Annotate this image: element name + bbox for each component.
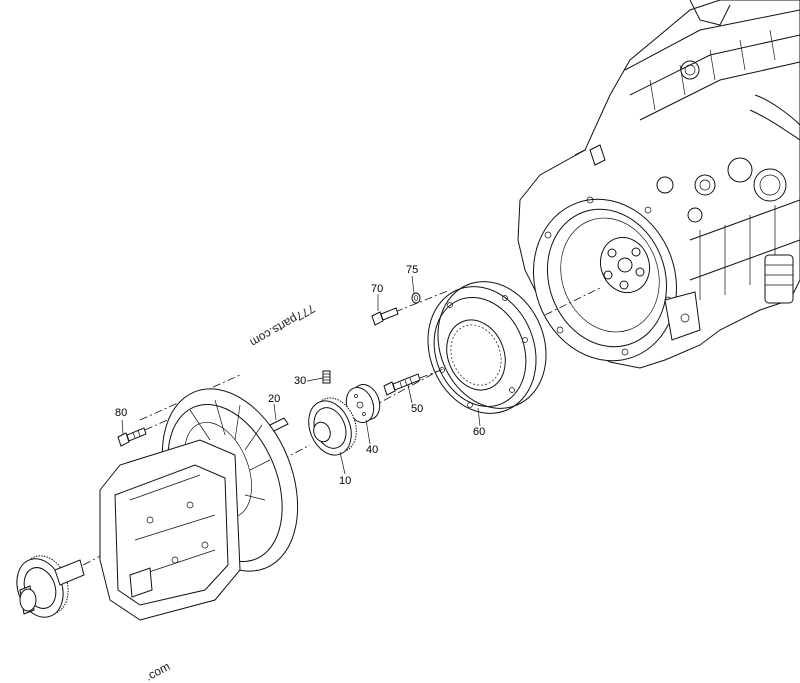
- bolt-axis-line-70: [394, 289, 451, 313]
- callout-75: 75: [406, 264, 418, 276]
- part-75-washer: [411, 292, 421, 304]
- callout-30: 30: [294, 375, 306, 387]
- callout-leaders: [121, 275, 481, 475]
- engine-block: [517, 0, 800, 369]
- watermark-text: 777parts.com: [248, 301, 318, 349]
- input-shaft-gear: [16, 555, 85, 618]
- part-40-flange-disc: [345, 384, 381, 423]
- part-10-gear: [308, 397, 357, 456]
- callout-80: 80: [115, 407, 127, 419]
- watermark-corner-text: .com: [143, 659, 173, 683]
- part-60-coupling-ring: [427, 281, 547, 414]
- part-70-bolt: [371, 307, 399, 326]
- part-30-set-screw: [322, 370, 331, 384]
- callout-20: 20: [268, 393, 280, 405]
- part-80-bolt: [117, 427, 147, 447]
- transmission-housing: [99, 388, 299, 621]
- callout-40: 40: [366, 444, 378, 456]
- callout-60: 60: [473, 426, 485, 438]
- callout-10: 10: [339, 475, 351, 487]
- callout-50: 50: [411, 403, 423, 415]
- part-50-bolt: [383, 373, 421, 396]
- callout-70: 70: [371, 283, 383, 295]
